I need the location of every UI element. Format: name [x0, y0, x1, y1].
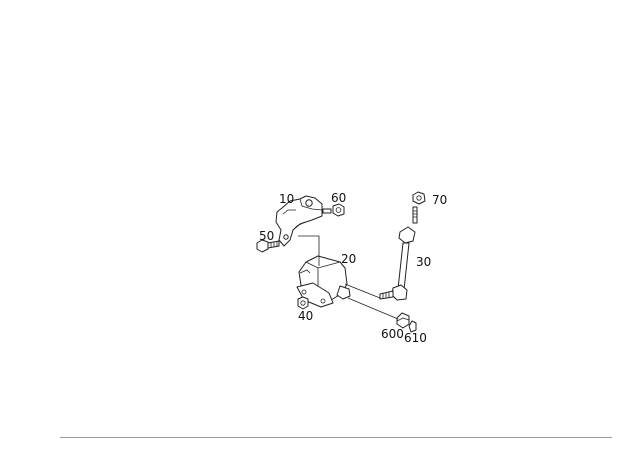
label-20[interactable]: 20 [341, 252, 356, 266]
part-610-clip[interactable] [408, 320, 417, 333]
label-40[interactable]: 40 [298, 309, 313, 323]
label-600[interactable]: 600 [381, 327, 404, 341]
label-30[interactable]: 30 [416, 255, 431, 269]
label-10[interactable]: 10 [279, 192, 294, 206]
part-50-bolt[interactable] [256, 239, 280, 253]
part-40-nut[interactable] [297, 296, 309, 310]
part-10-bracket[interactable] [275, 195, 323, 247]
part-70-nut[interactable] [412, 191, 426, 205]
part-number-labels: 10 60 70 50 20 30 40 600 610 [259, 191, 447, 345]
part-60-nut[interactable] [322, 203, 345, 217]
part-30-rod[interactable] [379, 206, 418, 301]
label-610[interactable]: 610 [404, 331, 427, 345]
leader-lines [298, 235, 399, 320]
label-70[interactable]: 70 [432, 193, 447, 207]
label-60[interactable]: 60 [331, 191, 346, 205]
part-20-sensor[interactable] [296, 255, 351, 308]
part-600-grommet[interactable] [396, 312, 410, 329]
label-50[interactable]: 50 [259, 229, 274, 243]
